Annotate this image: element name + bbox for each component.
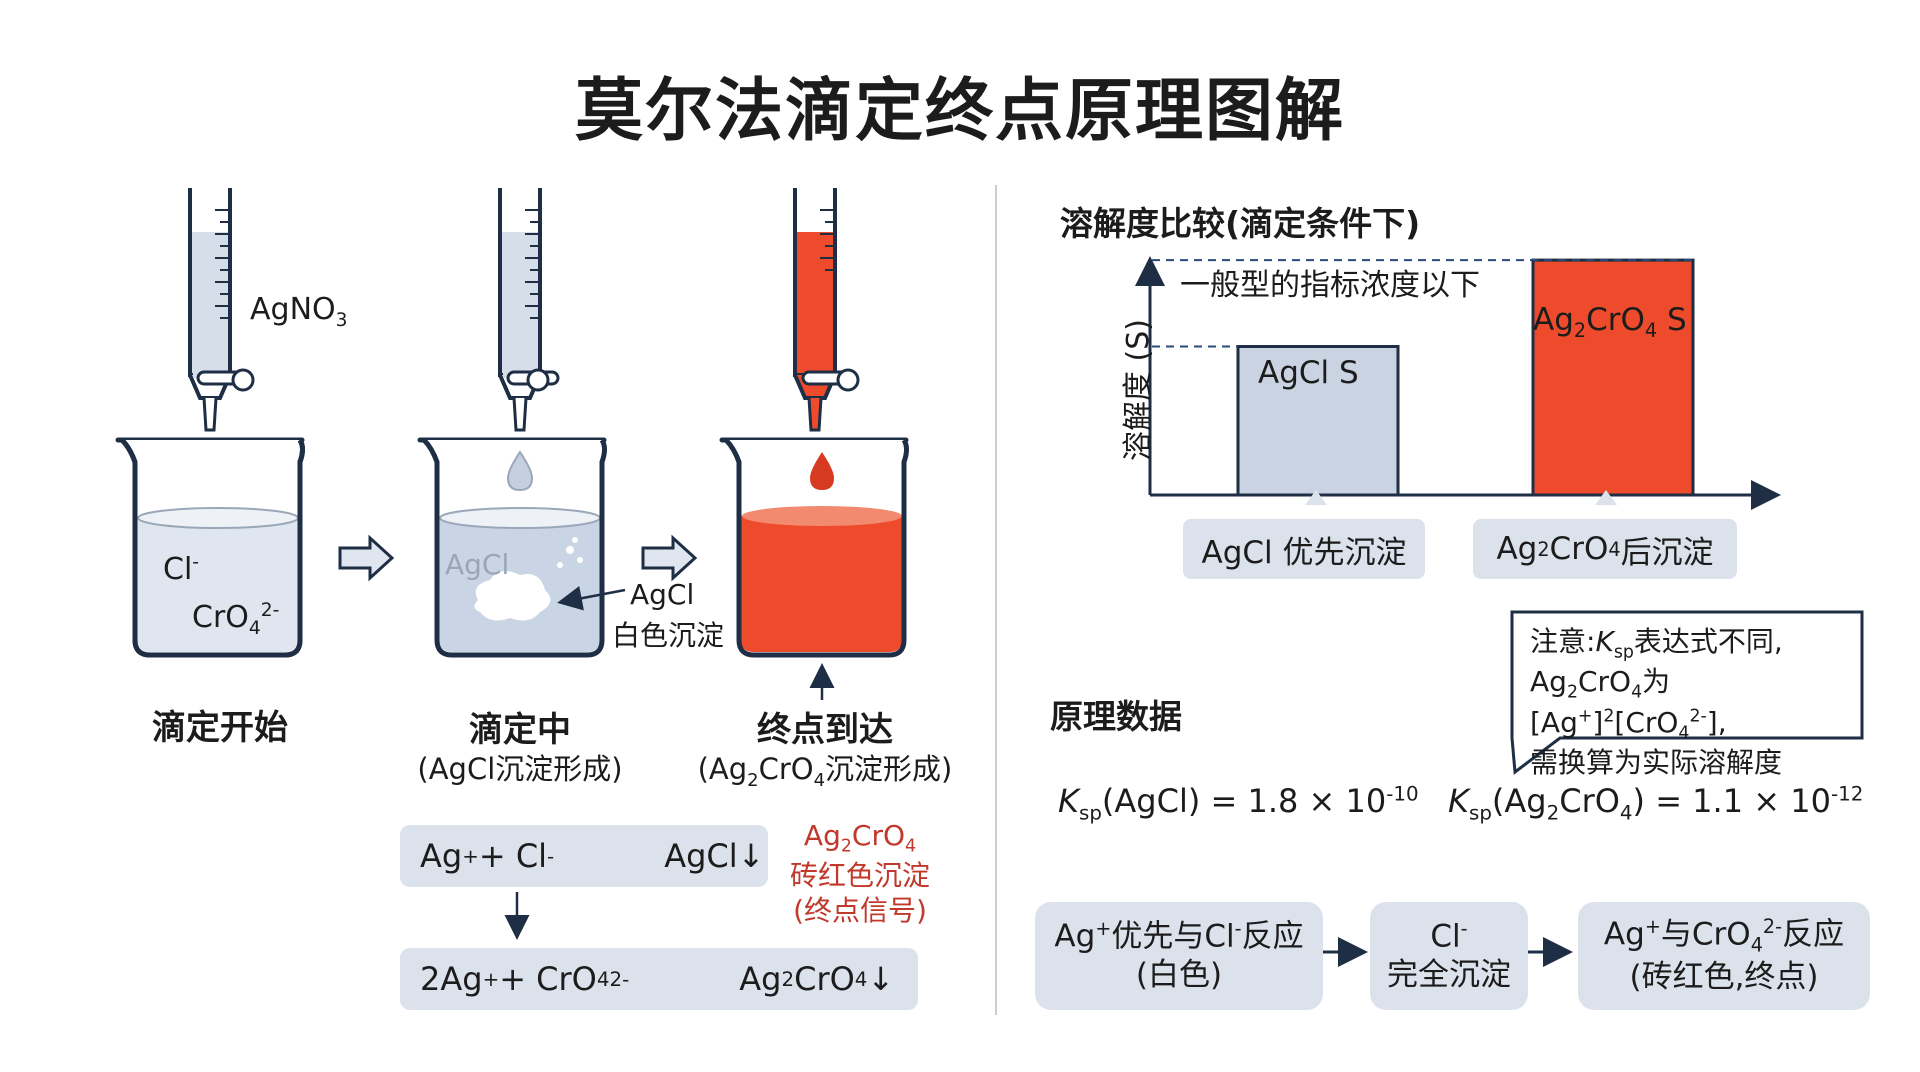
chart-note: 一般型的指标浓度以下 xyxy=(1180,268,1480,303)
bar-0 xyxy=(1236,345,1400,497)
note-bubble xyxy=(1510,610,1864,775)
note-text: 注意:Ksp表达式不同, Ag2CrO4为[Ag+]2[CrO42-], 需换算… xyxy=(1530,625,1783,779)
burette-2 xyxy=(498,188,560,432)
stage-arrow-1 xyxy=(338,534,395,582)
bar-label-ag2cro4: Ag2CrO4 S xyxy=(1533,302,1687,343)
y-axis-label: 溶解度 (S) xyxy=(1121,319,1156,461)
stage-3-title: 终点到达 xyxy=(757,710,893,750)
precipitate-description: 白色沉淀 xyxy=(612,619,725,652)
bar-1 xyxy=(1531,258,1695,497)
page-title: 莫尔法滴定终点原理图解 xyxy=(574,72,1345,151)
ksp-agcl: Ksp(AgCl) = 1.8 × 10-10 xyxy=(1058,782,1419,825)
tag-agcl-first: AgCl 优先沉淀 xyxy=(1183,519,1425,579)
chromate-ion-label: CrO42- xyxy=(192,600,280,639)
stage-arrow-2 xyxy=(641,534,698,582)
stage-3-subtitle: (Ag2CrO4沉淀形成) xyxy=(697,752,953,791)
flow-step-1: Ag+优先与Cl-反应 (白色) xyxy=(1035,902,1323,1010)
stage-2-title: 滴定中 xyxy=(469,710,571,750)
burette-3 xyxy=(793,188,860,432)
bar-label-agcl: AgCl S xyxy=(1258,355,1359,391)
flow-step-2: Cl- 完全沉淀 xyxy=(1370,902,1528,1010)
beaker-watermark-label: AgCl xyxy=(445,548,510,581)
burette-1 xyxy=(188,188,255,432)
beaker-1 xyxy=(115,437,305,658)
vertical-divider xyxy=(995,185,997,1015)
solubility-chart xyxy=(1135,256,1781,510)
endpoint-signal-note: Ag2CrO4 砖红色沉淀 (终点信号) xyxy=(789,819,930,928)
chloride-ion-label: Cl- xyxy=(163,552,200,587)
stage-2-subtitle: (AgCl沉淀形成) xyxy=(417,752,623,786)
beaker-3 xyxy=(719,437,909,658)
ksp-ag2cro4: Ksp(Ag2CrO4) = 1.1 × 10-12 xyxy=(1448,782,1864,825)
equation-1: Ag+ + Cl- AgCl↓ xyxy=(400,825,768,887)
flow-step-3: Ag+与CrO42-反应 (砖红色,终点) xyxy=(1578,902,1870,1010)
principle-section-title: 原理数据 xyxy=(1050,697,1182,736)
solubility-section-title: 溶解度比较(滴定条件下) xyxy=(1060,204,1421,243)
precipitate-label: AgCl xyxy=(630,578,695,611)
stage-1-title: 滴定开始 xyxy=(152,708,288,748)
burette-reagent-label: AgNO3 xyxy=(250,292,348,331)
